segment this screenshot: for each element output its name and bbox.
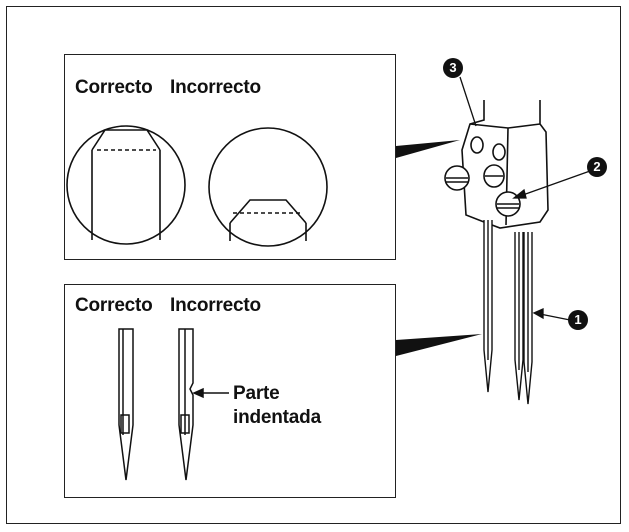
bottom-panel-illustration [118,328,229,481]
label-incorrect-bottom: Incorrecto [170,295,261,316]
set-screw-center [483,164,505,188]
needle-clamp [444,100,549,229]
marker-2: 2 [587,157,607,177]
label-incorrect-top: Incorrecto [170,77,261,98]
label-correct-top: Correcto [75,77,153,98]
label-correct-bottom: Correcto [75,295,153,316]
circle-correct [66,125,186,245]
marker-1: 1 [568,310,588,330]
pointer-wedges [396,140,482,356]
circle-incorrect [208,127,328,247]
panel-needle-side-view: Correcto Incorrecto Parte indentada [64,284,396,498]
callout-arrow [192,387,229,399]
needles-assembly [483,220,533,405]
top-panel-illustration [66,125,328,247]
needle-correct [118,328,134,481]
callout-line-2: indentada [233,407,321,428]
set-screw-left [444,165,470,191]
needle-incorrect [178,328,194,481]
marker-3: 3 [443,58,463,78]
leader-lines [459,76,591,321]
callout-line-1: Parte [233,383,280,404]
panel-needle-tip-view: Correcto Incorrecto [64,54,396,260]
